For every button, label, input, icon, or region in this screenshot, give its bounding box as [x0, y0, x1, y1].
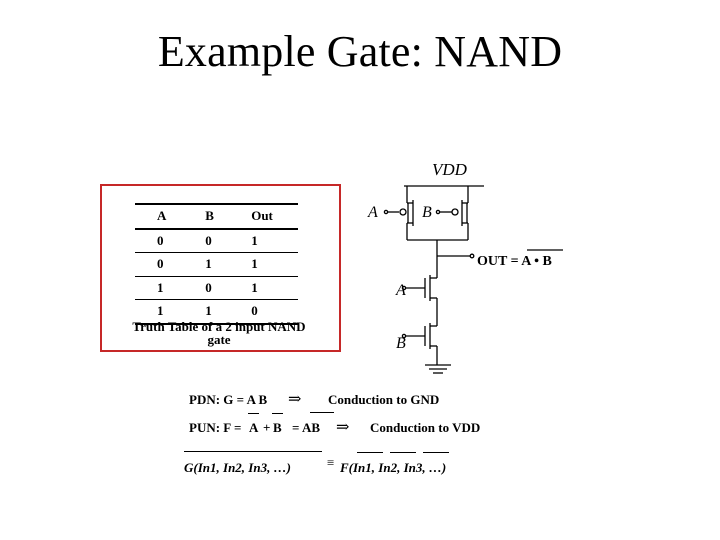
output-label: OUT = A • B [477, 254, 552, 269]
truth-table: A B Out 0 0 1 0 1 1 1 0 1 1 1 0 [135, 203, 298, 325]
output-terminal [469, 253, 475, 259]
truth-table-caption-line2: gate [207, 332, 231, 347]
pun-implies-arrow: ⇒ [336, 419, 350, 436]
cell-out: 1 [251, 279, 258, 295]
cell-out: 1 [251, 232, 258, 248]
pun-ab-overbar [310, 412, 334, 413]
pmos-b-input-label: B [422, 204, 432, 221]
cell-a: 1 [157, 303, 164, 319]
table-row: 1 1 0 [135, 300, 298, 324]
table-row: 1 0 1 [135, 276, 298, 300]
general-equation-equivalence: ≡ [327, 455, 335, 470]
general-equation-left: G(In1, In2, In3, …) [184, 460, 291, 475]
pdn-expression: PDN: G = A B [189, 392, 268, 407]
pdn-result: Conduction to GND [328, 392, 440, 407]
truth-table-caption-line1: Truth Table of a 2 input NAND [132, 319, 306, 334]
truth-table-header-row: A B Out [135, 204, 298, 229]
ground-symbol [425, 364, 451, 374]
truth-table-panel [100, 184, 341, 352]
pun-term-a: A [249, 420, 259, 435]
slide-title: Example Gate: NAND [157, 27, 563, 76]
header-out: Out [251, 208, 273, 224]
pmos-a-transistor [383, 186, 414, 240]
in2-overbar [390, 452, 416, 453]
cell-a: 1 [157, 279, 164, 295]
cell-b: 1 [205, 256, 212, 272]
pun-label: PUN: F = [189, 420, 242, 435]
pun-result: Conduction to VDD [370, 420, 481, 435]
cell-a: 0 [157, 232, 164, 248]
cell-out: 1 [251, 256, 258, 272]
vdd-label: VDD [432, 160, 468, 179]
pun-b-overbar [272, 413, 283, 414]
nmos-b-transistor [401, 318, 438, 365]
general-left-overbar [184, 451, 322, 452]
pun-plus: + [263, 420, 271, 435]
pmos-a-input-label: A [367, 204, 378, 221]
nmos-b-input-label: B [396, 335, 406, 352]
table-row: 0 1 1 [135, 253, 298, 276]
pdn-implies-arrow: ⇒ [288, 391, 302, 408]
header-a: A [157, 208, 167, 224]
table-row: 0 0 1 [135, 229, 298, 253]
pmos-b-transistor [435, 186, 469, 240]
cell-b: 1 [205, 303, 212, 319]
nmos-a-transistor [401, 270, 438, 318]
general-equation-right: F(In1, In2, In3, …) [340, 460, 447, 475]
cell-b: 0 [205, 232, 212, 248]
truth-table-caption: Truth Table of a 2 input NAND gate [112, 320, 326, 346]
in3-overbar [423, 452, 449, 453]
cell-b: 0 [205, 279, 212, 295]
in1-overbar [357, 452, 383, 453]
pun-term-b: B [273, 420, 282, 435]
header-b: B [205, 208, 214, 224]
pun-equivalence: = AB [292, 420, 320, 435]
cell-out: 0 [251, 303, 258, 319]
nmos-a-input-label: A [395, 282, 406, 299]
pun-a-overbar [248, 413, 259, 414]
cell-a: 0 [157, 256, 164, 272]
